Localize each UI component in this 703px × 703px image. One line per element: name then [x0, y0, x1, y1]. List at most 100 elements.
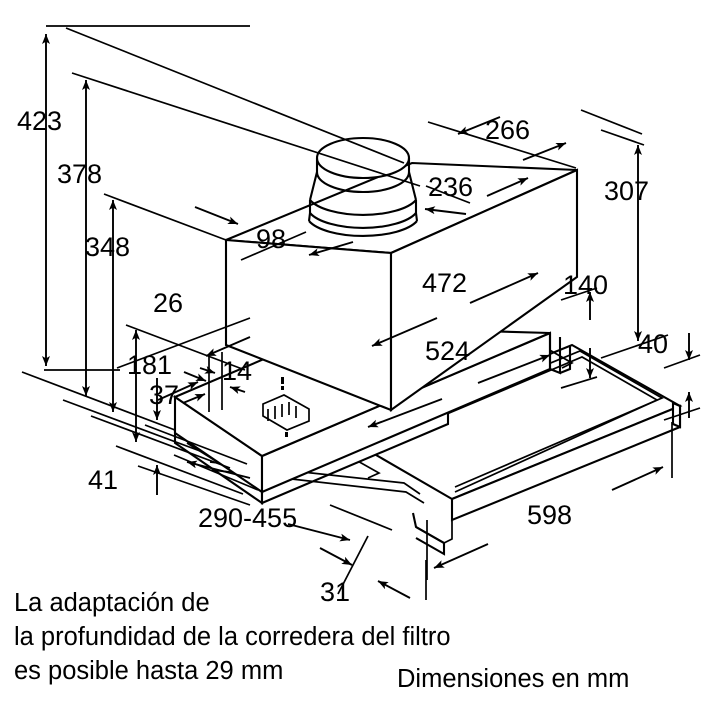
switch-tick-upper	[281, 377, 284, 384]
dim-31-arrow-a	[319, 547, 353, 566]
footnote-line-3: es posible hasta 29 mm	[14, 657, 283, 685]
tray-handle-notch-right	[540, 344, 574, 369]
dim-236	[424, 177, 529, 215]
dim-266-arrow-b	[522, 142, 567, 161]
dim-378-leader-top	[71, 72, 421, 187]
dim-40-ext-top	[663, 354, 701, 369]
dim-41-leader-upper	[144, 424, 248, 465]
dim-label-31: 31	[320, 577, 350, 607]
dim-348-leader-top	[103, 193, 227, 241]
dim-37-arrow-a	[183, 371, 207, 382]
dim-236-arrow-a	[486, 177, 529, 197]
dim-290455-ext-b	[329, 504, 393, 531]
dim-236-arrow-b	[424, 206, 467, 215]
dim-label-423: 423	[17, 106, 62, 136]
dim-266	[427, 109, 643, 169]
dim-378	[62, 72, 421, 452]
switch-tick-lower	[285, 432, 288, 437]
dimension-labels: 423 378 348 181 41 26 37 14 98 266 236 4…	[17, 106, 668, 607]
duct-taper	[308, 171, 418, 201]
dim-140-ext-top	[560, 287, 598, 301]
dim-41	[137, 378, 251, 506]
dim-290455-arrow-b	[287, 523, 351, 542]
dim-26-line-2	[157, 381, 199, 401]
dim-label-378: 378	[57, 159, 102, 189]
dim-14-arrow-b	[229, 386, 246, 394]
dim-378-leader-bottom	[62, 399, 201, 452]
tray-lip-right	[443, 520, 453, 544]
dim-40	[663, 333, 701, 421]
dim-14	[199, 352, 246, 410]
flange-ring-1	[309, 212, 417, 229]
dim-307-ext-bottom	[600, 334, 669, 359]
dim-181	[115, 324, 246, 495]
dim-524-arrow-a	[477, 354, 551, 384]
dim-label-26: 26	[153, 288, 183, 318]
caption-block: La adaptación de la profundidad de la co…	[14, 589, 629, 693]
housing-right-step	[548, 333, 562, 375]
dim-label-472: 472	[422, 268, 467, 298]
dim-348	[90, 193, 231, 469]
dim-41-leader-lower	[137, 465, 251, 506]
dim-140	[560, 287, 598, 389]
dim-label-290-455: 290-455	[198, 503, 297, 533]
dim-26	[116, 317, 251, 401]
dim-266-ext-right	[580, 109, 643, 135]
dim-598	[426, 422, 673, 580]
duct-taper-rim	[309, 199, 417, 216]
dim-348-leader-bottom	[90, 415, 231, 469]
dim-label-41: 41	[88, 465, 118, 495]
duct-top-rim	[315, 136, 411, 180]
dim-423-leader-top	[65, 27, 405, 164]
dim-181-leader-top	[125, 324, 246, 371]
dim-label-37: 37	[149, 380, 179, 410]
exhaust-duct-collar	[307, 136, 419, 237]
dim-472	[371, 272, 539, 347]
dim-423-leader-bottom	[21, 371, 176, 431]
units-note: Dimensiones en mm	[397, 665, 629, 693]
dim-31-ext-a	[337, 535, 369, 595]
dim-label-181: 181	[127, 350, 172, 380]
dim-label-98: 98	[256, 224, 286, 254]
switch-housing[interactable]	[262, 394, 310, 431]
switch-tick-mid	[281, 386, 284, 390]
dim-98-ext	[240, 231, 307, 261]
dim-290455-ext-a	[173, 454, 259, 491]
dim-98	[194, 206, 354, 261]
dim-236-ext	[425, 185, 471, 204]
filter-slide-tray	[342, 343, 683, 556]
footnote-line-1: La adaptación de	[14, 589, 210, 617]
dim-181-leader-bottom	[115, 445, 244, 495]
dim-26-line	[205, 336, 251, 357]
dim-472-arrow-a	[469, 272, 539, 304]
dim-label-524: 524	[425, 336, 470, 366]
dim-98-arrow-b	[308, 241, 354, 257]
dim-label-598: 598	[527, 500, 572, 530]
dim-37-arrow-b	[182, 393, 206, 404]
dim-266-ext-left	[427, 121, 577, 169]
dim-label-307: 307	[604, 176, 649, 206]
switch-ribs	[267, 402, 297, 421]
dim-140-ext-bottom	[560, 376, 598, 389]
dim-label-348: 348	[85, 232, 130, 262]
dim-37	[182, 355, 210, 412]
dim-307-ext-top	[600, 129, 645, 146]
dim-524-arrow-b	[367, 398, 443, 428]
dim-label-266: 266	[485, 115, 530, 145]
dim-598-arrow-a	[611, 466, 664, 491]
dim-14-arrow-a	[199, 366, 216, 374]
dim-31-arrow-b	[377, 580, 411, 599]
dim-472-arrow-b	[371, 317, 438, 347]
flange-sides-2	[307, 212, 419, 222]
dimension-annotations	[21, 25, 701, 600]
flange-ring-2	[308, 220, 418, 237]
dim-label-14: 14	[222, 356, 252, 386]
dim-label-140: 140	[563, 270, 608, 300]
dim-31	[319, 535, 427, 600]
dim-524	[367, 354, 551, 428]
dim-266-arrow-a	[457, 116, 501, 135]
dim-290-455	[173, 454, 393, 542]
control-switch[interactable]	[262, 377, 310, 437]
